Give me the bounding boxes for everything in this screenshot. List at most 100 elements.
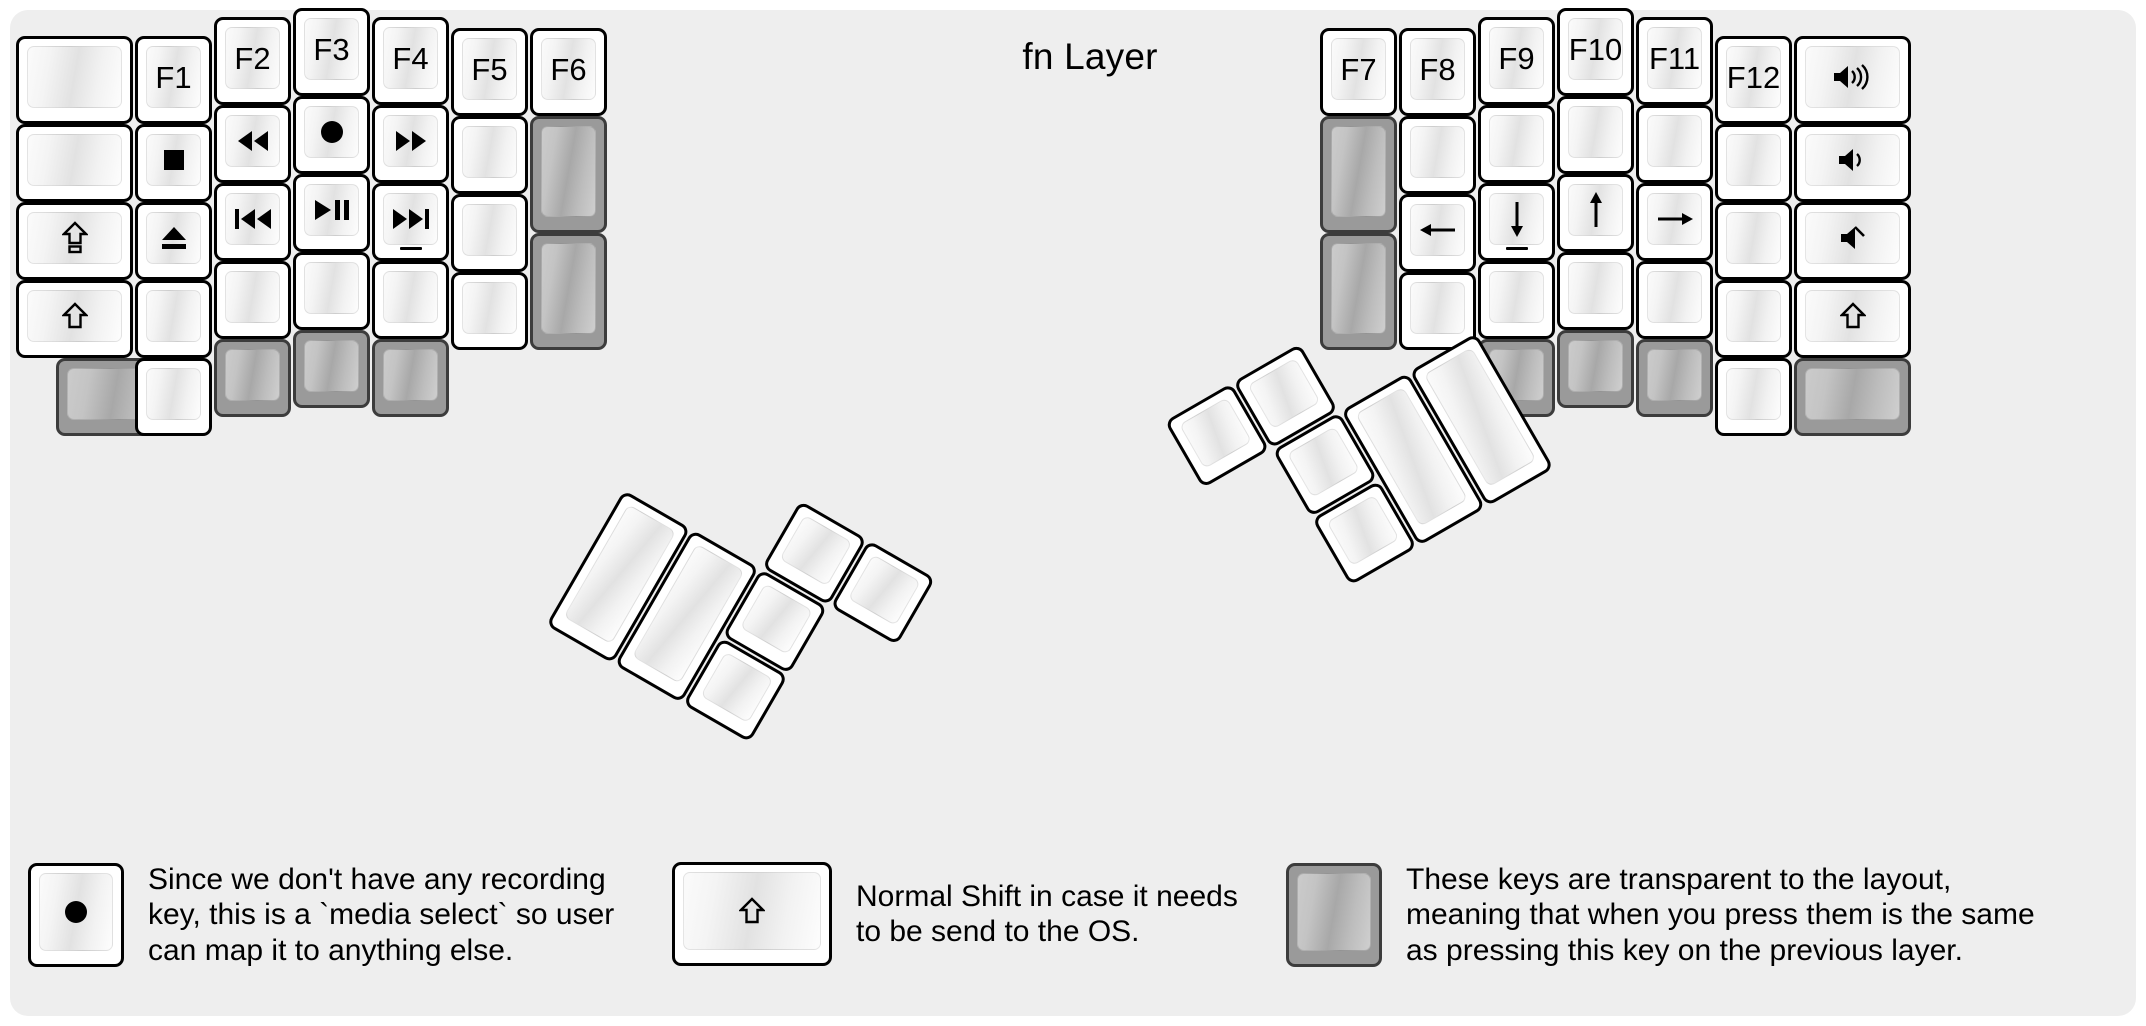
keycap-surface — [146, 134, 201, 186]
legend-media-select-swatch[interactable] — [28, 863, 124, 968]
key-left-index-inner-column-3[interactable] — [451, 272, 528, 350]
key-left-pinky-column-0[interactable]: F1 — [135, 36, 212, 124]
key-left-index-inner-column-2[interactable] — [451, 194, 528, 272]
key-left-pinky-column-2[interactable] — [135, 202, 212, 280]
key-legend: F11 — [1648, 40, 1701, 76]
key-left-index-column-1[interactable] — [372, 105, 449, 183]
key-left-middle-column-1[interactable] — [293, 96, 370, 174]
key-right-middle-column-4[interactable] — [1557, 330, 1634, 408]
key-right-pinky-column-3[interactable] — [1715, 280, 1792, 358]
key-legend: F12 — [1726, 59, 1781, 95]
key-left-pinky-column-4[interactable] — [135, 358, 212, 436]
key-right-ring-column-4[interactable] — [1636, 339, 1713, 417]
key-left-index-inner-column-0[interactable]: F5 — [451, 28, 528, 116]
keycap-surface: F4 — [383, 27, 438, 89]
key-right-middle-column-2[interactable] — [1557, 174, 1634, 252]
keycap-surface — [1726, 368, 1781, 420]
key-right-middle-column-0[interactable]: F10 — [1557, 8, 1634, 96]
legend-transparent-keys-swatch[interactable] — [1286, 863, 1382, 968]
key-right-index-column-0[interactable]: F9 — [1478, 17, 1555, 105]
keycap-surface — [1647, 115, 1702, 167]
legend: Since we don't have any recording key, t… — [0, 862, 2146, 1026]
key-right-pinky-outer-column-1[interactable] — [1794, 124, 1911, 202]
key-right-ring-column-3[interactable] — [1636, 261, 1713, 339]
media-rewind-icon — [234, 128, 272, 154]
key-left-pinky-outer-column-3[interactable] — [16, 280, 133, 358]
key-legend — [1418, 217, 1458, 243]
key-right-pinky-column-4[interactable] — [1715, 358, 1792, 436]
keycap-surface — [39, 873, 113, 952]
key-right-ring-column-0[interactable]: F11 — [1636, 17, 1713, 105]
key-right-middle-column-1[interactable] — [1557, 96, 1634, 174]
key-right-index-inner-column-3[interactable] — [1399, 272, 1476, 350]
keycap-surface — [146, 212, 201, 264]
key-right-inner-extra-column-0[interactable]: F7 — [1320, 28, 1397, 116]
key-right-pinky-outer-column-4[interactable] — [1794, 358, 1911, 436]
caps-lock-icon — [61, 221, 88, 255]
key-right-pinky-column-0[interactable]: F12 — [1715, 36, 1792, 124]
key-left-ring-column-4[interactable] — [214, 339, 291, 417]
key-left-middle-column-0[interactable]: F3 — [293, 8, 370, 96]
keycap-surface — [541, 126, 596, 217]
keycap-surface — [1805, 290, 1900, 342]
key-left-index-column-2[interactable] — [372, 183, 449, 261]
keycap-surface — [304, 262, 359, 314]
keycap-surface — [225, 193, 280, 245]
key-right-pinky-column-2[interactable] — [1715, 202, 1792, 280]
keycap-surface — [683, 872, 821, 950]
key-right-pinky-outer-column-2[interactable] — [1794, 202, 1911, 280]
key-right-index-inner-column-1[interactable] — [1399, 116, 1476, 194]
key-right-middle-column-3[interactable] — [1557, 252, 1634, 330]
key-legend — [312, 197, 352, 223]
key-left-inner-extra-column-1[interactable] — [530, 116, 607, 233]
keycap-surface — [383, 115, 438, 167]
key-legend — [392, 128, 430, 154]
key-right-index-column-1[interactable] — [1478, 105, 1555, 183]
shift-icon — [1839, 301, 1866, 331]
key-left-middle-column-4[interactable] — [293, 330, 370, 408]
key-left-pinky-column-3[interactable] — [135, 280, 212, 358]
keycap-surface — [146, 368, 201, 420]
key-left-ring-column-2[interactable] — [214, 183, 291, 261]
key-left-ring-column-0[interactable]: F2 — [214, 17, 291, 105]
key-left-middle-column-3[interactable] — [293, 252, 370, 330]
legend-media-select: Since we don't have any recording key, t… — [28, 862, 614, 968]
key-left-inner-extra-column-2[interactable] — [530, 233, 607, 350]
keycap-surface: F1 — [146, 46, 201, 108]
key-right-ring-column-1[interactable] — [1636, 105, 1713, 183]
key-left-index-column-4[interactable] — [372, 339, 449, 417]
key-right-inner-extra-column-1[interactable] — [1320, 116, 1397, 233]
keycap-surface — [1726, 134, 1781, 186]
key-right-inner-extra-column-2[interactable] — [1320, 233, 1397, 350]
keycap-surface — [225, 115, 280, 167]
media-stop-icon — [161, 147, 187, 173]
keycap-surface: F2 — [225, 27, 280, 89]
key-right-ring-column-2[interactable] — [1636, 183, 1713, 261]
key-left-inner-extra-column-0[interactable]: F6 — [530, 28, 607, 116]
key-right-pinky-outer-column-3[interactable] — [1794, 280, 1911, 358]
key-legend — [1836, 145, 1870, 175]
key-left-pinky-outer-column-2[interactable] — [16, 202, 133, 280]
keycap-surface — [1410, 126, 1465, 178]
key-left-pinky-outer-column-1[interactable] — [16, 124, 133, 202]
keycap-surface — [541, 243, 596, 334]
key-left-middle-column-2[interactable] — [293, 174, 370, 252]
key-legend — [1655, 206, 1695, 232]
key-left-pinky-column-1[interactable] — [135, 124, 212, 202]
key-right-pinky-column-1[interactable] — [1715, 124, 1792, 202]
key-right-index-inner-column-0[interactable]: F8 — [1399, 28, 1476, 116]
keycap-surface — [462, 282, 517, 334]
key-left-index-column-3[interactable] — [372, 261, 449, 339]
key-right-pinky-outer-column-0[interactable] — [1794, 36, 1911, 124]
key-right-index-column-3[interactable] — [1478, 261, 1555, 339]
legend-normal-shift-swatch[interactable] — [672, 862, 832, 966]
key-right-index-inner-column-2[interactable] — [1399, 194, 1476, 272]
legend-text: These keys are transparent to the layout… — [1406, 863, 2035, 967]
key-left-ring-column-1[interactable] — [214, 105, 291, 183]
keycap-surface — [462, 204, 517, 256]
key-left-index-column-0[interactable]: F4 — [372, 17, 449, 105]
key-left-ring-column-3[interactable] — [214, 261, 291, 339]
key-left-index-inner-column-1[interactable] — [451, 116, 528, 194]
key-right-index-column-2[interactable] — [1478, 183, 1555, 261]
key-left-pinky-outer-column-0[interactable] — [16, 36, 133, 124]
